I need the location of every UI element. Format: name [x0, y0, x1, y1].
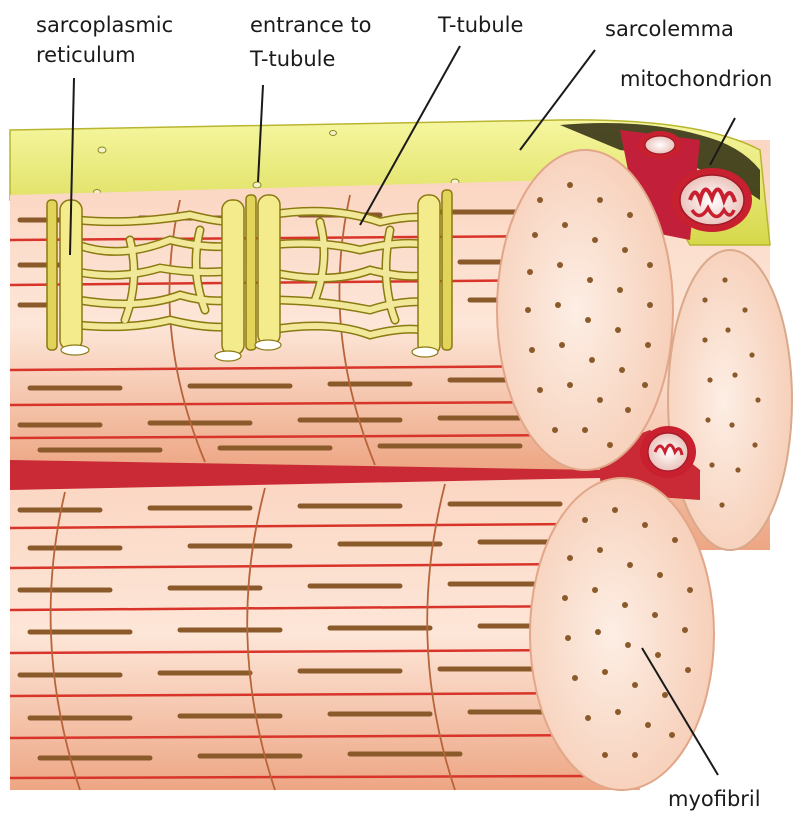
- myofibril-back-right-cap: [668, 250, 792, 550]
- mitochondrion-main: [672, 168, 752, 232]
- mitochondrion-lower: [640, 426, 696, 478]
- label-sarcoplasmic-reticulum-line2: reticulum: [36, 43, 136, 67]
- label-mitochondrion: mitochondrion: [620, 67, 772, 91]
- label-sarcolemma: sarcolemma: [605, 17, 734, 41]
- label-t-tubule: T-tubule: [437, 13, 523, 37]
- myofibril-upper-cap: [497, 150, 673, 470]
- label-entrance-to-t-tubule-line1: entrance to: [250, 13, 372, 37]
- label-entrance-to-t-tubule-line2: T-tubule: [249, 47, 335, 71]
- label-sarcoplasmic-reticulum-line1: sarcoplasmic: [36, 13, 173, 37]
- label-myofibril: myofibril: [668, 787, 761, 811]
- mitochondrion-top: [638, 131, 682, 159]
- myofibril-lower-cap: [530, 478, 714, 790]
